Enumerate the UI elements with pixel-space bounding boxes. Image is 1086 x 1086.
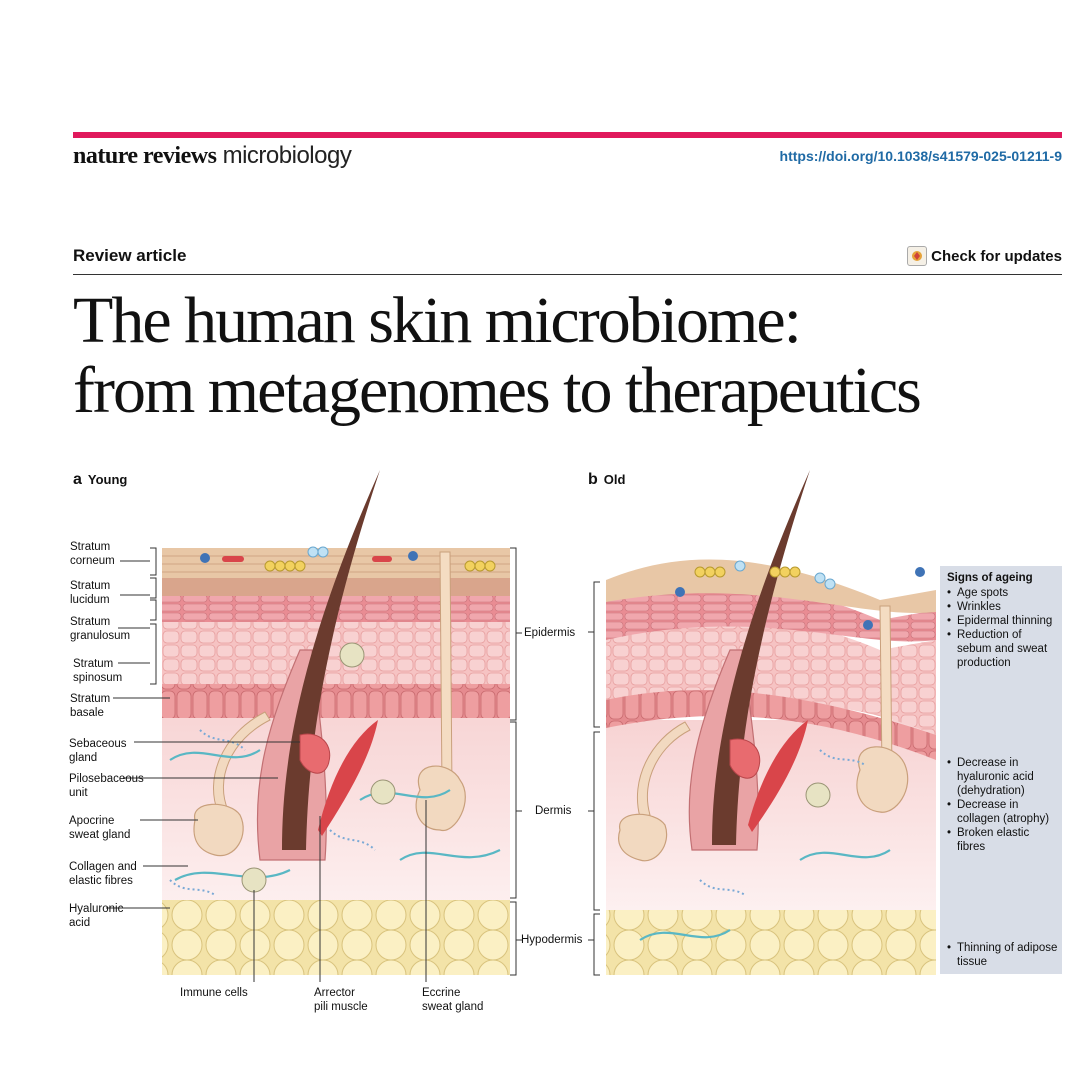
signs-dermis-list: Decrease in hyaluronic acid (dehydration… [947,756,1059,854]
annotation-lines [106,547,600,982]
journal-logo: nature reviews microbiology [73,142,352,170]
article-title: The human skin microbiome: from metageno… [73,284,922,427]
accent-bar [73,132,1062,138]
label-immune-cells: Immune cells [180,987,248,999]
young-skin [162,470,510,975]
label-hypodermis: Hypodermis [521,934,583,946]
article-type: Review article [73,246,187,265]
list-item: Thinning of adipose tissue [947,941,1059,969]
doi-link[interactable]: https://doi.org/10.1038/s41579-025-01211… [779,148,1062,164]
list-item: Epidermal thinning [947,614,1059,628]
list-item: Decrease in hyaluronic acid (dehydration… [947,756,1059,798]
title-line-2: from metagenomes to therapeutics [73,354,922,427]
check-updates-button[interactable]: Check for updates [907,246,1062,266]
list-item: Age spots [947,586,1059,600]
list-item: Wrinkles [947,600,1059,614]
signs-of-ageing-panel: Signs of ageing Age spots Wrinkles Epide… [940,566,1062,974]
signs-hypodermis-list: Thinning of adipose tissue [947,941,1059,969]
label-epidermis: Epidermis [524,627,576,639]
check-updates-label: Check for updates [931,247,1062,265]
old-skin [606,470,936,975]
signs-heading: Signs of ageing [947,572,1033,584]
check-updates-icon [907,246,928,266]
journal-name-bold: nature reviews [73,143,217,169]
label-dermis: Dermis [535,805,572,817]
list-item: Decrease in collagen (atrophy) [947,798,1059,826]
signs-epidermis-list: Age spots Wrinkles Epidermal thinning Re… [947,586,1059,670]
header-rule [73,274,1062,275]
list-item: Broken elastic fibres [947,826,1059,854]
list-item: Reduction of sebum and sweat production [947,628,1059,670]
title-line-1: The human skin microbiome: [73,284,802,357]
journal-name-light: microbiology [222,142,352,169]
